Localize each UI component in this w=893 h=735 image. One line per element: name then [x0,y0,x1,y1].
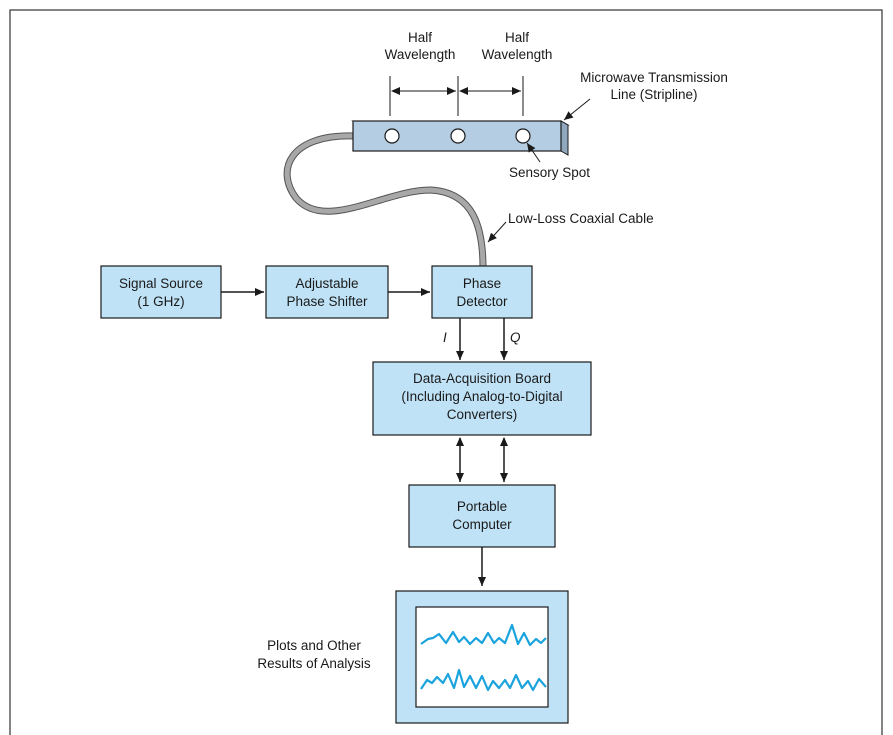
transmission-label-line-1: Microwave Transmission [580,70,728,85]
plots-label: Plots and Other Results of Analysis [257,638,371,671]
plot-trace-lower [420,668,547,692]
signal-source-line-2: (1 GHz) [137,294,184,309]
half-label-2-line-2: Wavelength [482,47,553,62]
phase-shifter-line-2: Phase Shifter [286,294,368,309]
half-label-1-line-1: Half [408,30,432,45]
transmission-line-label: Microwave Transmission Line (Stripline) [580,70,728,102]
sensory-spot-2 [450,128,466,144]
q-signal-label: Q [510,330,521,345]
figure-border [9,9,883,735]
transmission-label-line-2: Line (Stripline) [610,87,697,102]
coaxial-cable-label: Low-Loss Coaxial Cable [508,211,654,226]
phase-detector-line-1: Phase [463,276,501,291]
sensory-spot-3 [515,128,531,144]
daq-line-3: Converters) [447,407,518,422]
half-wavelength-label-2: Half Wavelength [482,30,553,62]
wavelength-dimension-lines [389,76,524,116]
data-acquisition-board-block: Data-Acquisition Board (Including Analog… [372,361,592,436]
sensory-spot-1 [384,128,400,144]
plots-label-line-1: Plots and Other [267,638,361,653]
plots-label-line-2: Results of Analysis [257,656,371,671]
phase-shifter-line-1: Adjustable [295,276,358,291]
coaxial-cable-pointer [487,221,507,243]
daq-line-2: (Including Analog-to-Digital [401,389,562,404]
results-display-monitor [395,590,569,724]
microwave-stripline [351,120,570,156]
i-signal-label: I [443,330,447,345]
sensory-spot-label: Sensory Spot [509,165,590,180]
computer-line-2: Computer [452,517,512,532]
phase-detector-line-2: Detector [456,294,508,309]
sensory-spot-pointer [526,142,541,163]
portable-computer-block: Portable Computer [408,484,556,548]
phase-shifter-block: Adjustable Phase Shifter [265,265,389,319]
computer-line-1: Portable [457,499,507,514]
half-label-2-line-1: Half [505,30,529,45]
signal-source-block: Signal Source (1 GHz) [100,265,222,319]
half-label-1-line-2: Wavelength [385,47,456,62]
plot-trace-upper [420,623,547,647]
half-wavelength-label-1: Half Wavelength [385,30,456,62]
daq-line-1: Data-Acquisition Board [413,371,551,386]
phase-detector-block: Phase Detector [431,265,533,319]
transmission-line-pointer [563,98,591,121]
coaxial-cable [283,132,487,269]
signal-source-line-1: Signal Source [119,276,203,291]
